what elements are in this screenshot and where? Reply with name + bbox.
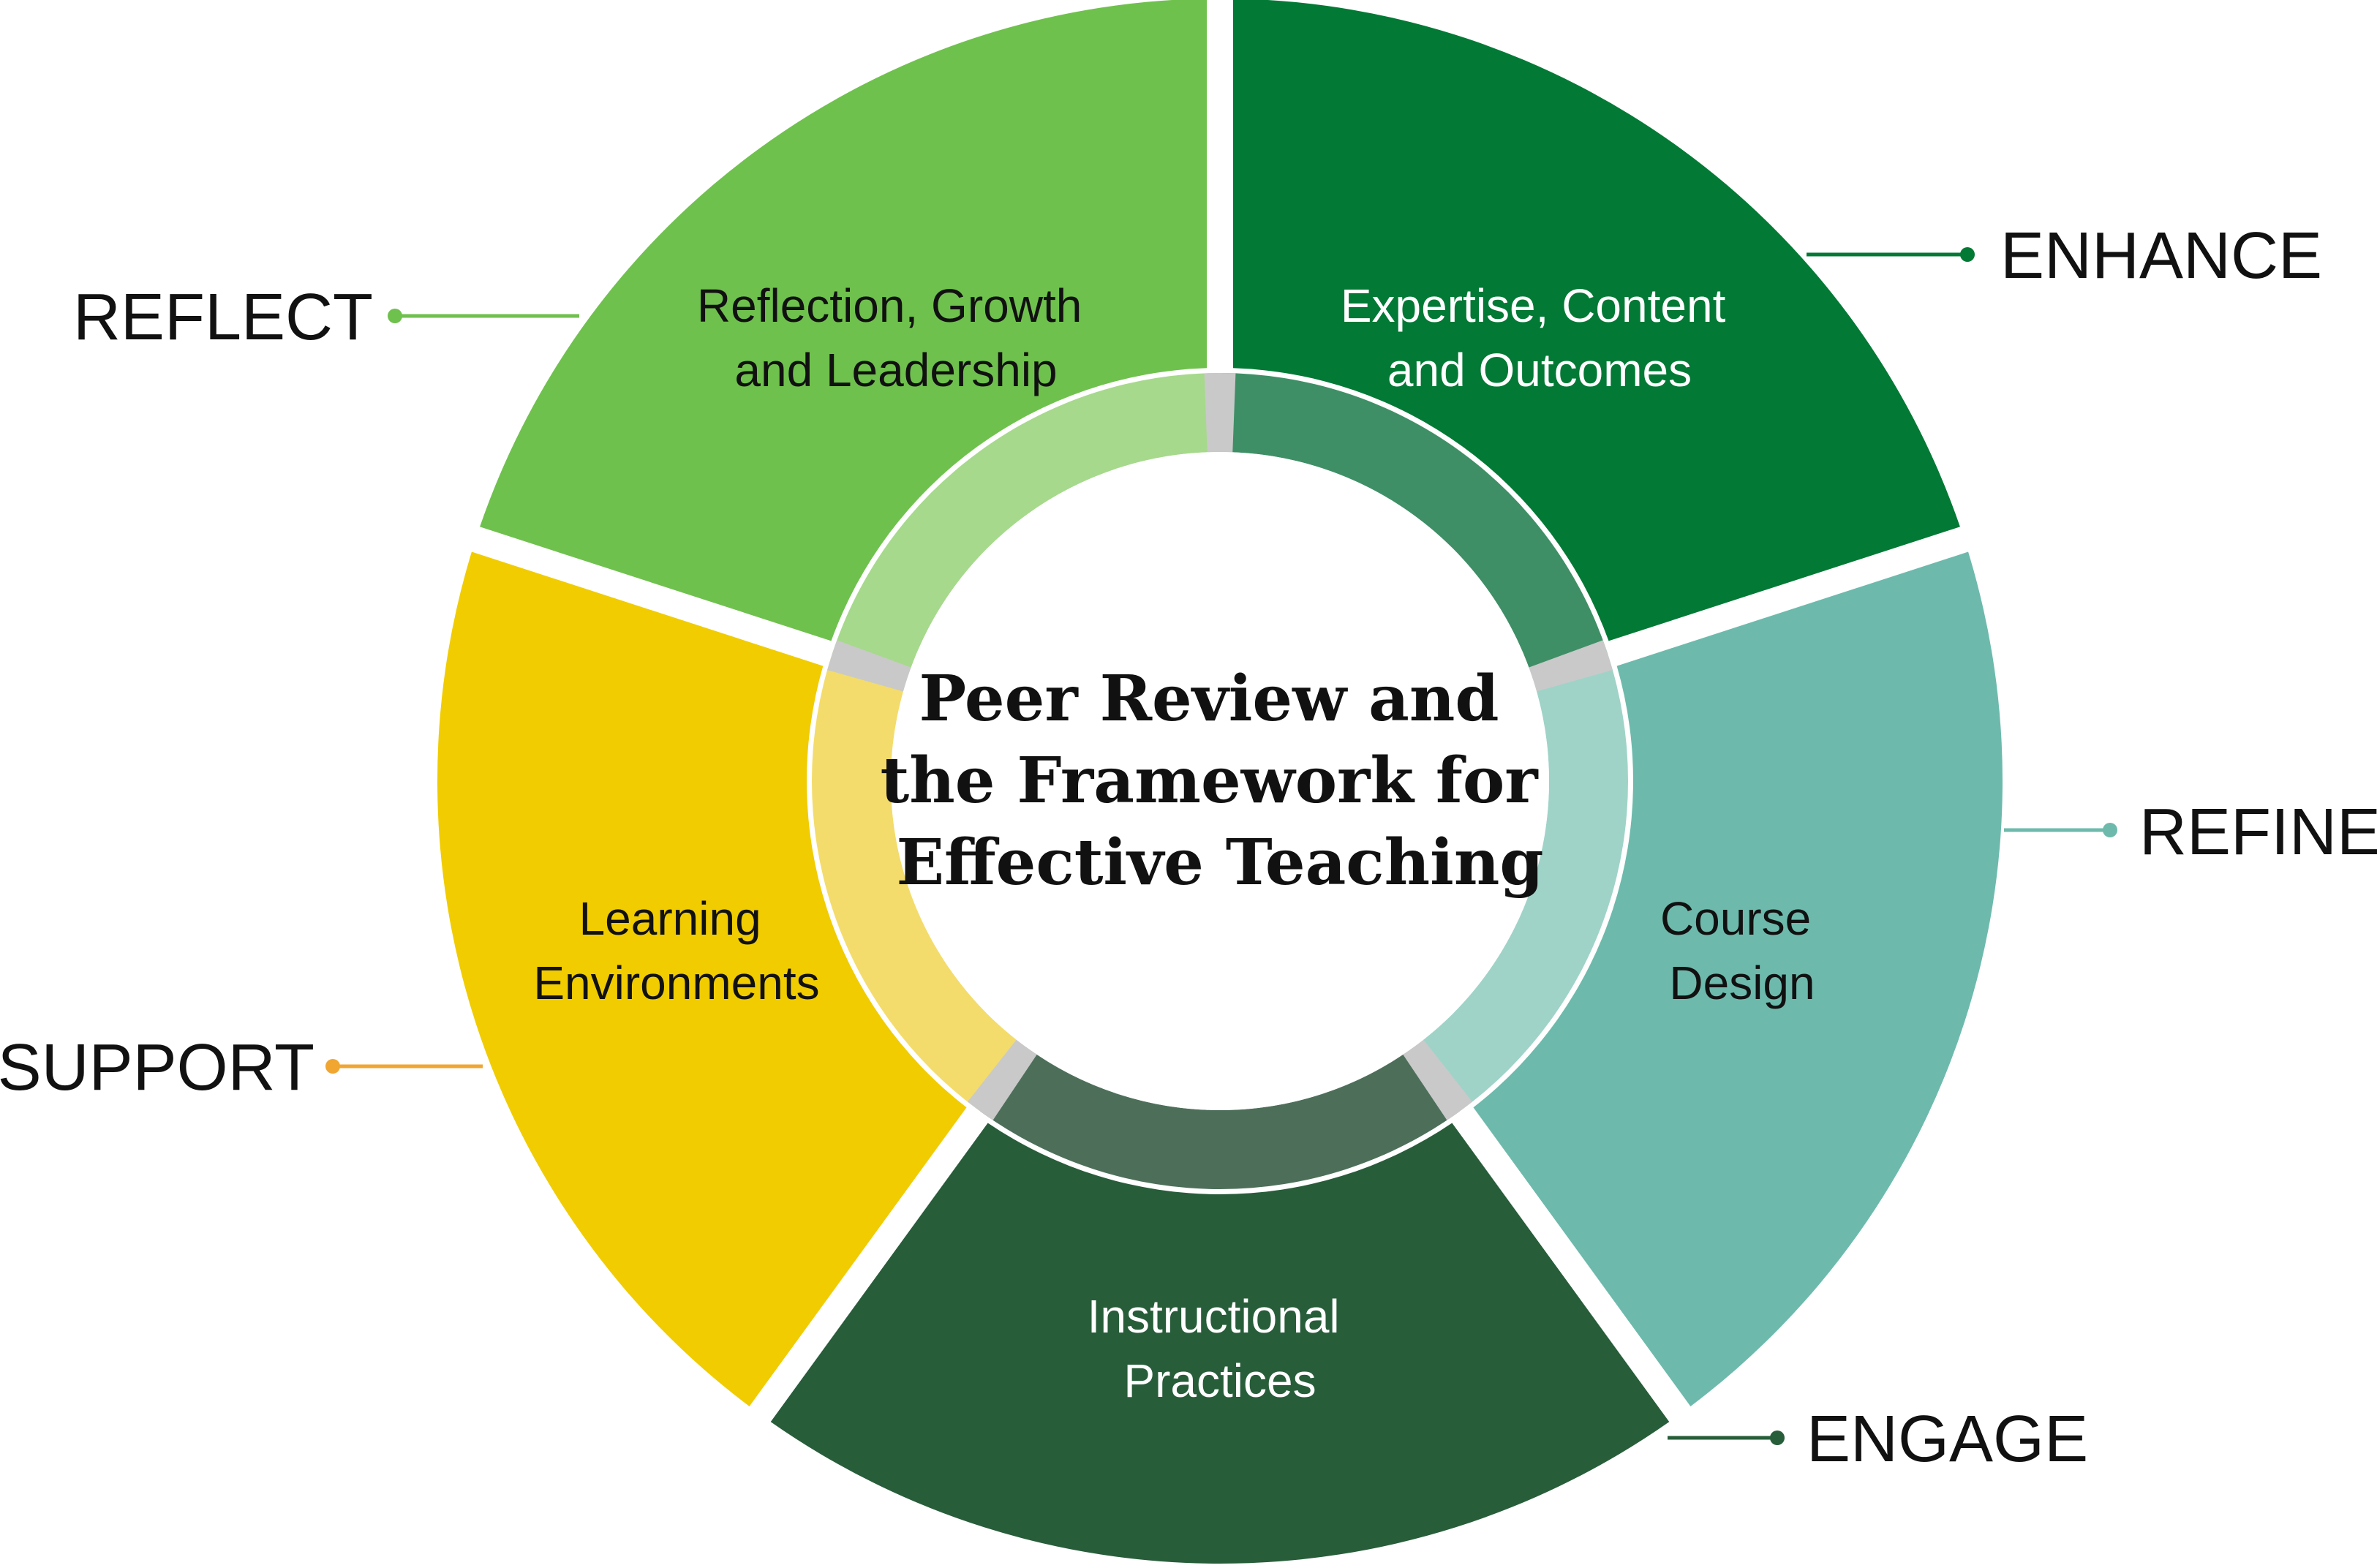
inner-ring — [812, 373, 1628, 1190]
segment-label-line: Instructional — [1088, 1290, 1340, 1343]
ring-separator — [967, 1039, 1037, 1120]
center-title-line: Effective Teaching — [896, 826, 1543, 900]
connector-dot-refine — [2103, 823, 2117, 837]
ring-separators — [827, 373, 1613, 1120]
ring-separator — [1204, 373, 1236, 453]
segment-course-design — [1473, 551, 2003, 1406]
connectors — [325, 247, 2117, 1445]
segment-label-instructional-practices: Instructional Practices — [1088, 1290, 1353, 1407]
segment-label-line: Reflection, Growth — [697, 279, 1082, 332]
outer-label-enhance: ENHANCE — [2000, 219, 2322, 293]
center-title-line: Peer Review and — [919, 662, 1499, 736]
segment-label-line: Design — [1669, 957, 1815, 1009]
segment-label-line: Expertise, Content — [1341, 279, 1726, 332]
segment-label-line: Environments — [533, 957, 819, 1009]
ring-separator — [827, 640, 911, 692]
segment-label-line: and Outcomes — [1387, 344, 1692, 396]
segment-reflection — [480, 0, 1207, 641]
segments-layer — [437, 0, 2003, 1564]
outer-label-refine: REFINE — [2139, 796, 2377, 869]
segment-label-line: Learning — [579, 892, 761, 945]
ring-arc-expertise — [1220, 373, 1608, 679]
segment-instructional-practices — [770, 1123, 1670, 1564]
connector-dot-support — [325, 1059, 340, 1074]
segment-learning-environments — [437, 551, 967, 1406]
segment-label-reflection: Reflection, Growth and Leadership — [697, 279, 1095, 396]
ring-separator — [1403, 1039, 1473, 1120]
segment-label-learning-environments: Learning Environments — [533, 892, 819, 1009]
ring-arc-learning-environments — [812, 655, 1027, 1112]
segment-label-course-design: Course Design — [1660, 892, 1824, 1009]
segment-label-line: and Leadership — [734, 344, 1057, 396]
outer-label-engage: ENGAGE — [1807, 1403, 2088, 1476]
segment-expertise — [1233, 0, 1960, 641]
segment-label-expertise: Expertise, Content and Outcomes — [1341, 279, 1739, 396]
segment-label-line: Practices — [1123, 1354, 1316, 1407]
connector-dot-engage — [1770, 1431, 1785, 1445]
ring-arc-course-design — [1413, 655, 1628, 1112]
ring-arc-instructional-practices — [980, 1047, 1460, 1190]
center-title-line: the Framework for — [880, 744, 1539, 818]
segment-label-line: Course — [1660, 892, 1811, 945]
connector-dot-enhance — [1960, 247, 1975, 262]
connector-dot-reflect — [388, 309, 402, 323]
ring-separator — [1529, 640, 1613, 692]
outer-label-support: SUPPORT — [0, 1031, 314, 1104]
center-title: Peer Review and the Framework for Effect… — [880, 662, 1559, 900]
outer-label-reflect: REFLECT — [73, 281, 373, 354]
ring-arc-reflection — [832, 373, 1220, 679]
center-circle — [891, 452, 1549, 1110]
